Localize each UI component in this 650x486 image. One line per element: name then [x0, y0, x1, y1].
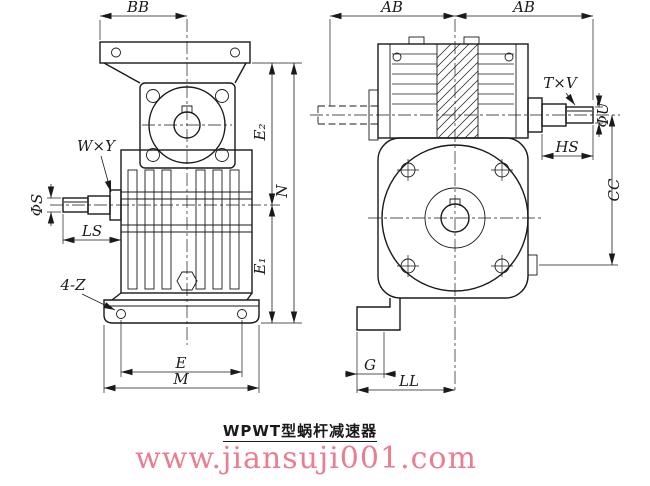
dim-bb-label: BB: [126, 0, 149, 16]
dim-ls-label: LS: [81, 222, 102, 240]
left-bearing-cover: [368, 89, 379, 141]
flange-bolt-hole: [146, 89, 160, 103]
section-hatch: [436, 43, 479, 139]
foundation-bolt-hole: [237, 309, 247, 319]
output-bearing-boss: [148, 86, 226, 164]
top-flange-hole: [230, 47, 240, 58]
front-view-body: [62, 41, 260, 324]
top-flange-hole: [111, 47, 121, 58]
dim-n-label: N: [273, 184, 291, 199]
mounting-foot: [356, 298, 401, 331]
housing-bolt: [392, 52, 402, 62]
gear-housing: [120, 149, 253, 294]
cooling-fin: [127, 169, 138, 290]
flange-bolt-hole: [215, 89, 229, 103]
side-view: AB AB T×V ΦU HS CC: [310, 0, 623, 394]
flange-bolt-hole: [215, 148, 229, 162]
dim-ll-label: LL: [398, 372, 419, 390]
worm-shaft-end: [565, 106, 594, 124]
output-keyway-side: [449, 198, 461, 206]
dim-e2-label: E₂: [251, 124, 269, 142]
cooling-fin: [144, 169, 155, 290]
dim-m-label: M: [172, 370, 189, 388]
front-view-centerlines: [50, 19, 280, 345]
output-bore: [173, 111, 201, 139]
dim-txv-label: T×V: [543, 74, 579, 92]
drain-plug-hex: [176, 271, 198, 291]
wheel-cover-circle: [381, 144, 529, 292]
housing-lug: [408, 36, 425, 45]
output-keyway: [181, 105, 193, 113]
cooling-fin: [195, 169, 206, 290]
side-view-centerlines: [310, 19, 620, 393]
dim-phis-label: ΦS: [28, 194, 46, 217]
dim-e-label: E: [175, 354, 187, 372]
cooling-fin: [229, 169, 240, 290]
side-view-body: [317, 36, 594, 331]
top-flange-plate: [99, 41, 251, 64]
watermark: www.jiansuji001.com: [0, 441, 612, 476]
dim-hs-label: HS: [554, 138, 578, 156]
side-drain-boss: [527, 254, 538, 276]
dim-phiu-label: ΦU: [594, 101, 612, 127]
figure-caption-text: WPWT型蜗杆减速器: [222, 422, 378, 442]
dim-g-label: G: [364, 356, 376, 374]
watermark-text: www.jiansuji001.com: [135, 441, 477, 476]
cooling-fin: [161, 169, 172, 290]
cover-bolt-holes: [397, 159, 513, 277]
housing-lug: [463, 36, 480, 45]
base-flange: [103, 299, 260, 324]
hub-circle: [424, 187, 486, 249]
housing-bolt: [504, 52, 514, 62]
front-view-dimensions: BB W×Y ΦS LS 4-Z E: [28, 0, 302, 393]
input-shaft-end: [62, 197, 89, 213]
output-bore-side: [440, 203, 470, 233]
dim-wxy-label: W×Y: [77, 137, 117, 155]
side-view-dimensions: AB AB T×V ΦU HS CC: [329, 0, 623, 394]
dim-ab-right-label: AB: [511, 0, 535, 16]
dim-4z-label: 4-Z: [59, 276, 86, 294]
dim-ab-left-label: AB: [379, 0, 403, 16]
figure-caption: WPWT型蜗杆减速器: [0, 420, 600, 442]
flange-bolt-hole: [146, 148, 160, 162]
dim-e1-label: E₁: [251, 258, 269, 276]
foundation-bolt-hole: [116, 309, 126, 319]
front-view: BB W×Y ΦS LS 4-Z E: [28, 0, 302, 393]
bearing-flange-square: [139, 82, 236, 169]
technical-drawing: BB W×Y ΦS LS 4-Z E: [28, 0, 623, 394]
cooling-fin: [212, 169, 223, 290]
dim-cc-label: CC: [605, 178, 623, 201]
